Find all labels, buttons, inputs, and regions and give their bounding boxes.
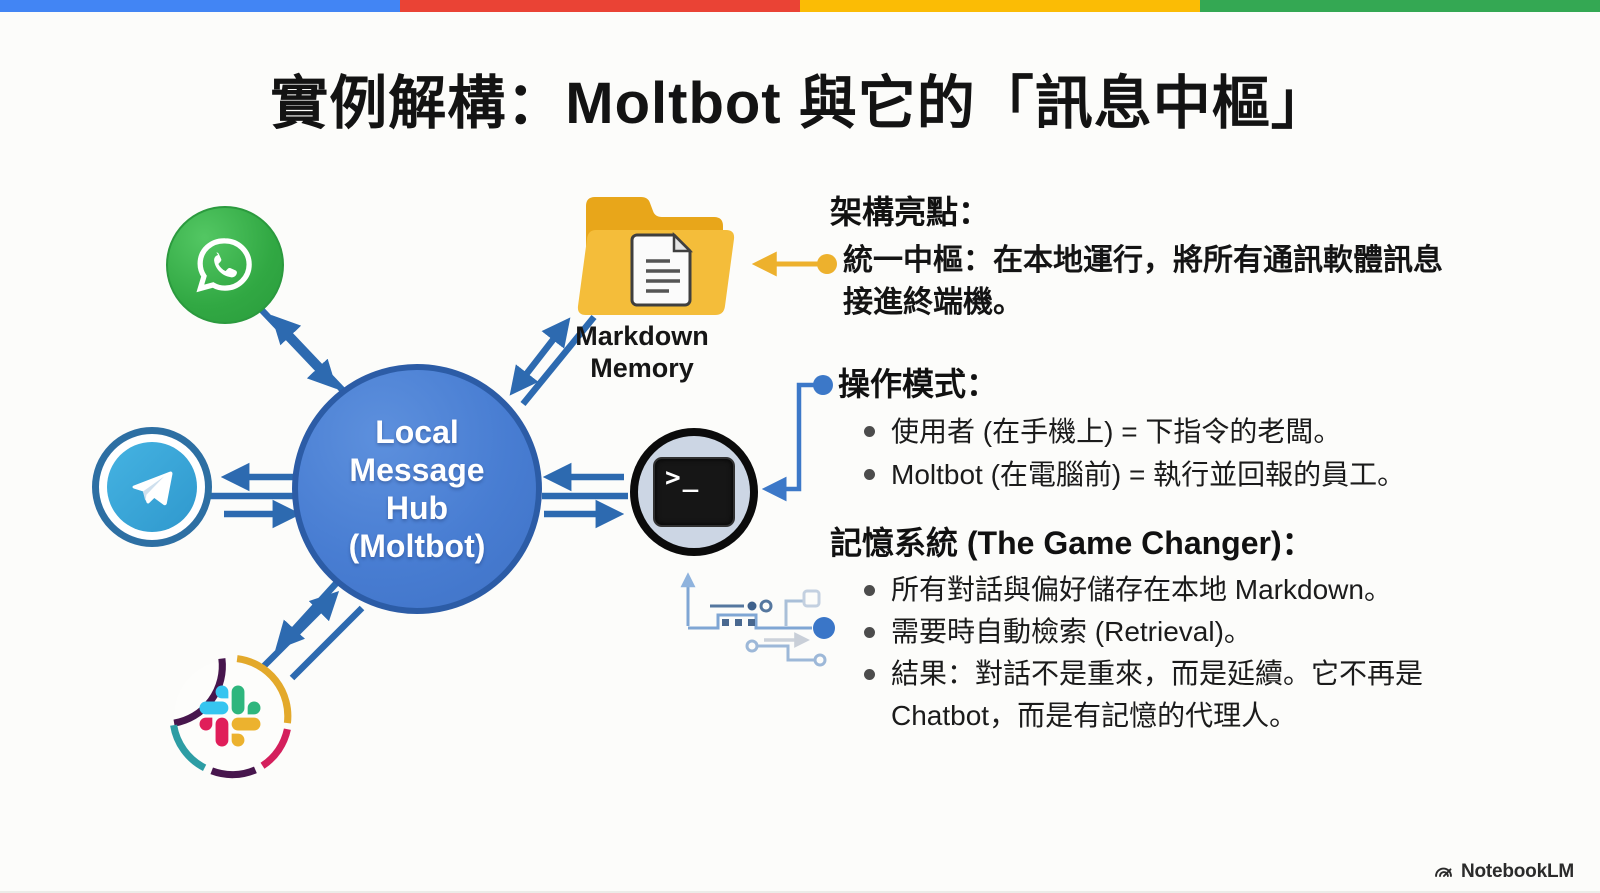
bullet-text: Moltbot (在電腦前) = 執行並回報的員工。 [891,459,1406,490]
terminal-icon: >_ [653,457,735,527]
google-color-bar [0,0,1600,12]
section-heading: 記憶系統 (The Game Changer)： [830,525,1314,561]
section-memory-system: 記憶系統 (The Game Changer)： 所有對話與偏好儲存在本地 Ma… [830,521,1520,737]
section-architecture-highlights: 架構亮點： 統一中樞：在本地運行，將所有通訊軟體訊息 接進終端機。 [830,190,1510,324]
color-bar-red [400,0,800,12]
bullet-text: 使用者 (在手機上) = 下指令的老闆。 [891,416,1342,447]
bullet-list: 所有對話與偏好儲存在本地 Markdown。 需要時自動檢索 (Retrieva… [864,569,1520,737]
list-item: 使用者 (在手機上) = 下指令的老闆。 [864,410,1518,453]
list-item: 需要時自動檢索 (Retrieval)。 [864,611,1520,653]
bullet-dot-icon [864,426,875,437]
bottom-divider [0,891,1600,893]
color-bar-yellow [800,0,1200,12]
bullet-dot-icon [864,627,875,638]
terminal-node: >_ [630,428,758,556]
section-heading: 操作模式： [838,366,999,402]
section-operation-mode: 操作模式： 使用者 (在手機上) = 下指令的老闆。 Moltbot (在電腦前… [838,362,1518,496]
list-item: 結果：對話不是重來，而是延續。它不再是 Chatbot，而是有記憶的代理人。 [864,653,1520,737]
blue-bullet-dot [813,375,833,395]
notebooklm-logo-icon [1435,867,1452,877]
color-bar-green [1200,0,1600,12]
telegram-node [92,427,212,547]
whatsapp-icon [196,238,252,293]
document-icon [630,231,694,307]
notebooklm-watermark: NotebookLM [1433,861,1574,883]
markdown-memory-node [566,184,742,324]
local-message-hub-node: Local Message Hub (Moltbot) [292,364,542,614]
bullet-text: 所有對話與偏好儲存在本地 Markdown。 [891,574,1392,605]
bullet-text: 結果：對話不是重來，而是延續。它不再是 Chatbot，而是有記憶的代理人。 [891,658,1424,731]
terminal-prompt: >_ [665,463,701,493]
whatsapp-node [166,206,284,324]
color-bar-blue [0,0,400,12]
section-heading: 架構亮點： [830,194,991,230]
bullet-dot-icon [864,469,875,480]
slack-node [166,652,294,780]
arrows-whatsapp-hub [253,301,354,402]
circuit-decoration [680,572,835,667]
slack-icon [170,655,292,779]
slide-title: 實例解構：Moltbot 與它的「訊息中樞」 [270,71,1330,136]
bullet-dot-icon [864,585,875,596]
folder-document-icon [577,197,735,315]
callout-terminal-line [761,375,833,502]
markdown-memory-label: Markdown Memory [575,321,709,383]
telegram-inner-circle [107,442,197,532]
bullet-text: 需要時自動檢索 (Retrieval)。 [891,616,1252,647]
bullet-list: 使用者 (在手機上) = 下指令的老闆。 Moltbot (在電腦前) = 執行… [864,410,1518,496]
callout-folder-line [751,251,837,277]
arrows-terminal-hub [542,462,628,529]
telegram-icon [132,471,173,506]
bullet-text: 統一中樞：在本地運行，將所有通訊軟體訊息 接進終端機。 [843,244,1443,319]
bullet-dot-icon [864,669,875,680]
list-item: 所有對話與偏好儲存在本地 Markdown。 [864,569,1520,611]
list-item: Moltbot (在電腦前) = 執行並回報的員工。 [864,453,1518,496]
brand-label: NotebookLM [1460,861,1574,882]
